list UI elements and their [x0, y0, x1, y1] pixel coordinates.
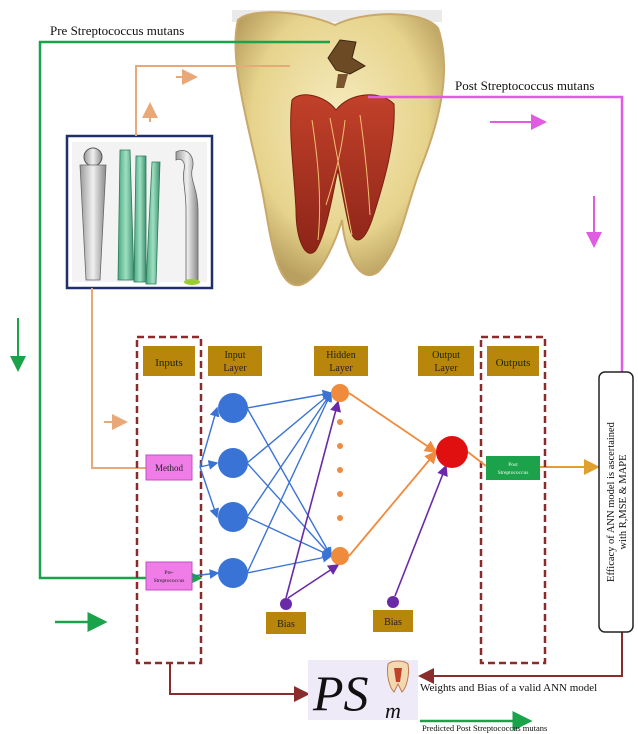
bias-label-hidden: Bias [277, 619, 295, 630]
outputs-frame [481, 337, 545, 663]
hidden-dot-1 [337, 419, 343, 425]
input-hidden-edge-3-2 [247, 517, 331, 556]
input-layer-nodes [218, 393, 248, 588]
input-node-4 [218, 558, 248, 588]
input-hidden-edge-4-2 [247, 556, 331, 573]
method-to-input-edge-2 [200, 463, 217, 467]
tooth-illustration [232, 10, 444, 285]
output-box-line1: Post [508, 462, 518, 468]
output-layer-header-line1: Output [432, 350, 460, 361]
pre-to-input-edge [192, 573, 218, 576]
output-box-line2: Streptococcus [498, 470, 529, 476]
bias-hidden-edge-1 [286, 402, 338, 598]
pre-strep-input-line2: Streptococcus [154, 578, 185, 584]
psm-logo: PS m [308, 660, 418, 723]
hidden-layer-header-line1: Hidden [326, 350, 355, 361]
pre-strep-input-line1: Pre- [164, 570, 173, 576]
output-layer-header-line2: Layer [434, 363, 458, 374]
bias-label-output: Bias [384, 617, 402, 628]
pre-strep-input-box [146, 562, 192, 590]
input-node-3 [218, 502, 248, 532]
hidden-dot-4 [337, 491, 343, 497]
hidden-node-top [331, 384, 349, 402]
layer-headers: Inputs Input Layer Hidden Layer Output L… [143, 346, 539, 376]
input-hidden-edge-1-1 [247, 393, 331, 408]
pre-strep-label: Pre Streptococcus mutans [50, 23, 184, 38]
input-hidden-edge-4-1 [247, 393, 331, 573]
hidden-node-bottom [331, 547, 349, 565]
logo-text: PS [312, 665, 369, 721]
hidden-layer-header-line2: Layer [329, 363, 353, 374]
predicted-label: Predicted Post Streptococcus mutans [422, 723, 547, 733]
logo-subscript: m [385, 698, 401, 723]
hidden-output-edge-2 [349, 452, 436, 556]
method-input-label: Method [155, 463, 183, 473]
inputs-frame [137, 337, 201, 663]
hidden-layer-nodes [331, 384, 349, 565]
input-layer-header-line2: Layer [223, 363, 247, 374]
hidden-dot-5 [337, 515, 343, 521]
weights-bias-label: Weights and Bias of a valid ANN model [420, 682, 597, 694]
input-node-2 [218, 448, 248, 478]
bias-node-hidden [280, 598, 292, 610]
efficacy-line1: Efficacy of ANN model is ascertained [606, 421, 617, 582]
dental-instruments-photo [67, 136, 212, 288]
output-node [436, 436, 468, 468]
input-layer-header-line1: Input [224, 350, 245, 361]
input-hidden-edge-3-1 [247, 393, 331, 517]
bias-node-output [387, 596, 399, 608]
input-node-1 [218, 393, 248, 423]
efficacy-line2: with R,MSE & MAPE [618, 454, 629, 549]
inputs-header: Inputs [155, 357, 183, 369]
outputs-header: Outputs [496, 357, 531, 369]
hidden-output-edge-1 [349, 393, 436, 452]
bias-output-edge [395, 466, 446, 596]
hidden-dot-2 [337, 443, 343, 449]
hidden-dot-3 [337, 467, 343, 473]
output-to-box-edge [468, 452, 486, 466]
method-to-input-edge-3 [200, 467, 217, 517]
method-to-input-edge-1 [200, 408, 217, 467]
post-strep-output-box [486, 456, 540, 480]
bias-hidden-edge-2 [288, 565, 338, 598]
input-hidden-edge-2-1 [247, 393, 331, 463]
post-strep-label: Post Streptococcus mutans [455, 78, 594, 93]
